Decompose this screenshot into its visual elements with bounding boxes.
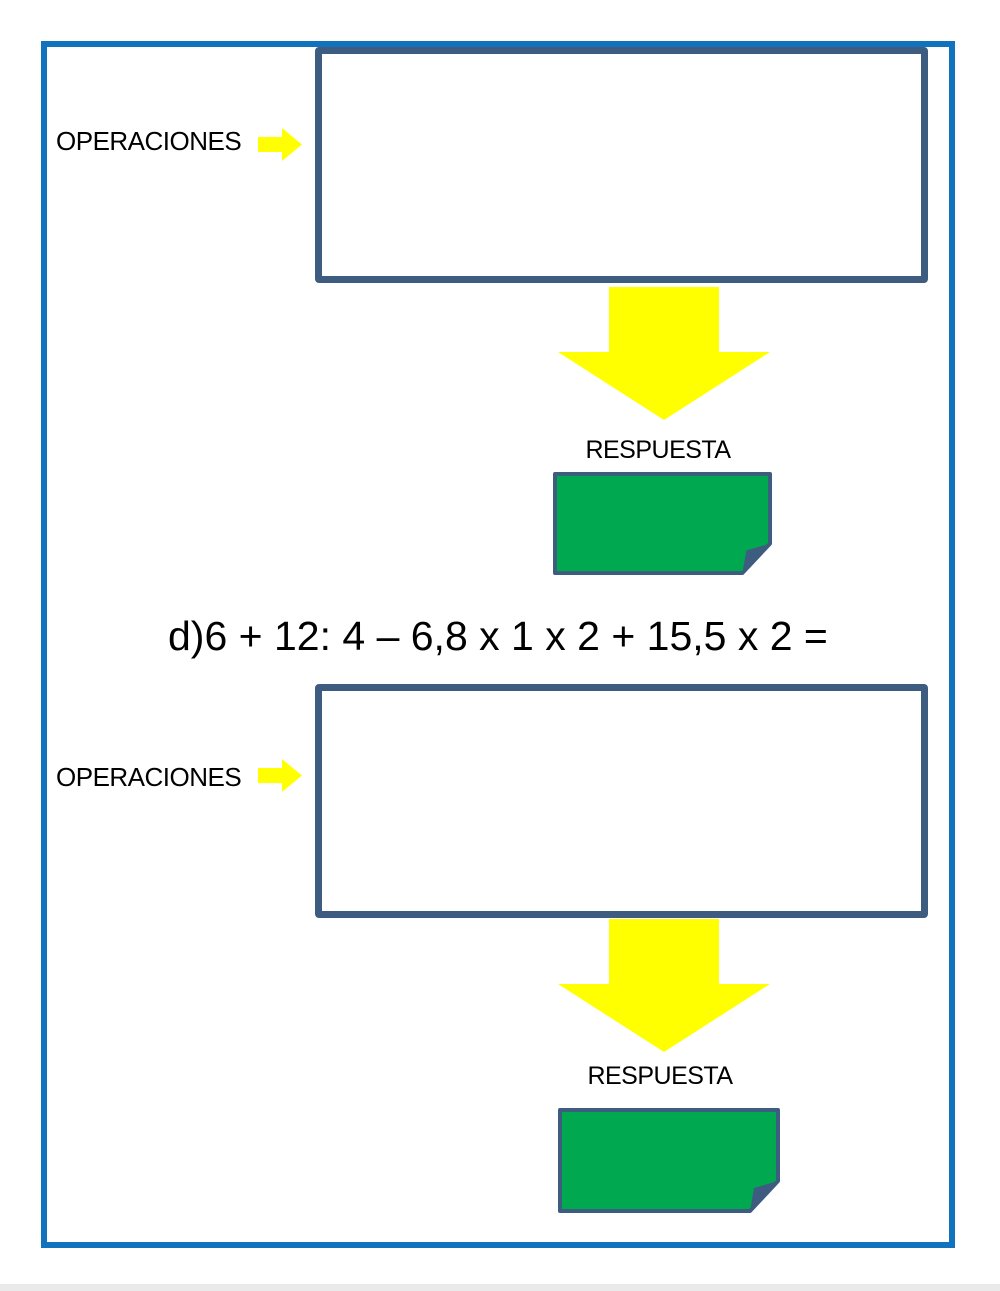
- folded-corner-icon: [750, 1181, 778, 1211]
- operations-label: OPERACIONES: [56, 762, 242, 792]
- down-arrow-icon: [558, 287, 770, 420]
- operations-work-area[interactable]: [315, 684, 928, 918]
- page-border: [41, 41, 955, 1248]
- answer-box[interactable]: [558, 1108, 780, 1213]
- answer-box[interactable]: [553, 472, 772, 575]
- down-arrow-icon: [558, 919, 770, 1052]
- response-label: RESPUESTA: [587, 1062, 733, 1090]
- right-arrow-icon: [258, 759, 302, 792]
- exercise-expression: d)6 + 12: 4 – 6,8 x 1 x 2 + 15,5 x 2 =: [168, 613, 828, 659]
- response-label: RESPUESTA: [585, 436, 731, 464]
- right-arrow-icon: [258, 128, 302, 161]
- page-edge-artifact: [0, 1284, 1000, 1291]
- operations-label: OPERACIONES: [56, 126, 242, 156]
- operations-work-area[interactable]: [315, 47, 928, 283]
